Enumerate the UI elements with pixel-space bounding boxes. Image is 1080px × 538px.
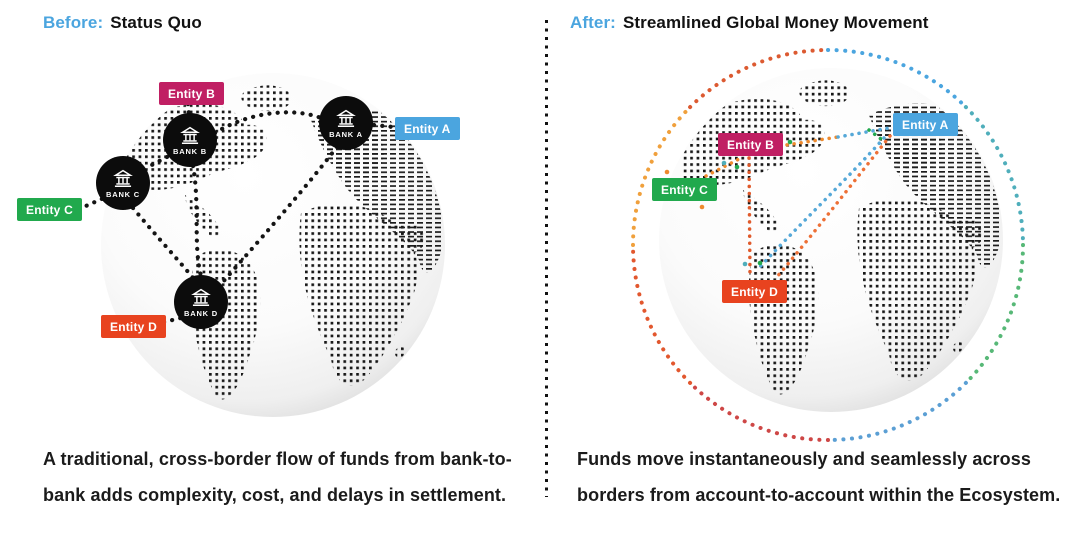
after-entity-a-label: Entity A (893, 113, 958, 136)
connector-entityD-bankD (161, 315, 184, 325)
before-title-prefix: Before: (43, 13, 104, 32)
after-entity-d-label: Entity D (722, 280, 787, 303)
line-entityC-entityB (704, 156, 743, 178)
bank-a-label: BANK A (329, 130, 363, 139)
dotted-divider (545, 20, 548, 497)
line-bankB-bankD (190, 163, 204, 279)
line-bankB-bankA (212, 110, 324, 136)
ring-arc-8 (688, 48, 830, 110)
ecosystem-ring (631, 48, 1025, 442)
before-title-text: Status Quo (110, 13, 202, 32)
ring-arc-6 (631, 243, 693, 385)
connector-entityC-bankC (76, 195, 107, 212)
line-entityB-entityA-1 (778, 135, 840, 148)
ring-arc-2 (963, 105, 1025, 247)
after-entity-c-label: Entity C (652, 178, 717, 201)
bank-icon (180, 126, 200, 144)
bank-c-node: BANK C (96, 156, 150, 210)
bank-b-node: BANK B (163, 113, 217, 167)
bank-b-label: BANK B (173, 147, 207, 156)
connector-entityA-bankA (371, 122, 396, 130)
bank-icon (336, 109, 356, 127)
bank-a-node: BANK A (319, 96, 373, 150)
line-entityA-entityD-blue (755, 136, 886, 272)
line-entityB-entityA-2 (836, 126, 891, 139)
after-title: After: Streamlined Global Money Movement (570, 13, 929, 33)
before-entity-c-label: Entity C (17, 198, 82, 221)
after-caption: Funds move instantaneously and seamlessl… (577, 449, 1061, 505)
after-title-text: Streamlined Global Money Movement (622, 13, 929, 32)
account-flow-lines (704, 126, 892, 280)
line-bankA-bankD (219, 144, 340, 286)
bank-d-label: BANK D (184, 309, 218, 318)
before-entity-b-label: Entity B (159, 82, 224, 105)
before-caption: A traditional, cross-border flow of fund… (43, 449, 512, 505)
before-entity-a-label: Entity A (395, 117, 460, 140)
ring-arc-7 (631, 105, 693, 247)
ring-arc-1 (826, 48, 968, 110)
before-entity-d-label: Entity D (101, 315, 166, 338)
scatter-dots (664, 139, 793, 267)
bank-c-label: BANK C (106, 190, 140, 199)
ring-arc-4 (826, 380, 968, 442)
ring-arc-3 (963, 243, 1025, 385)
bank-icon (113, 169, 133, 187)
after-entity-b-label: Entity B (718, 133, 783, 156)
ring-arc-5 (688, 380, 830, 442)
after-title-prefix: After: (570, 13, 616, 32)
bank-d-node: BANK D (174, 275, 228, 329)
before-title: Before: Status Quo (43, 13, 202, 33)
bank-icon (191, 288, 211, 306)
line-entityB-entityD (747, 156, 752, 278)
